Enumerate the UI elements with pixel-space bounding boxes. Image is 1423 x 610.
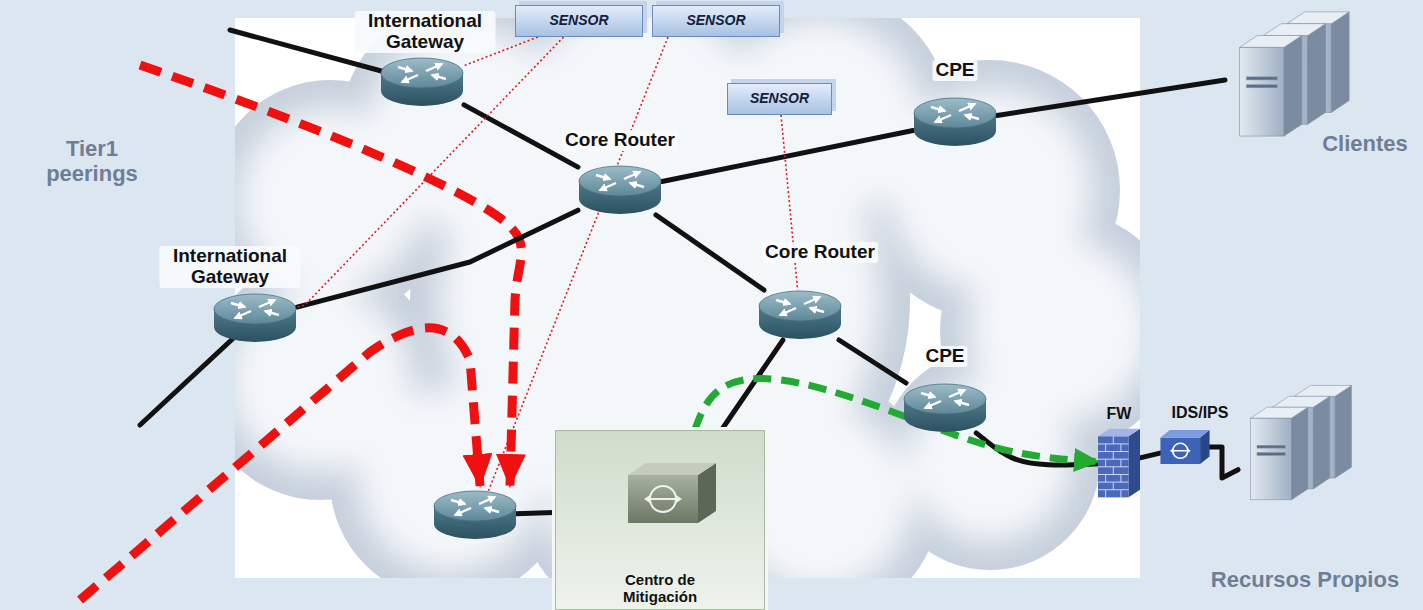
sensor-label: SENSOR [686,13,745,28]
router-node: International Gateway [213,293,297,343]
sensor-tap-line [488,37,668,492]
fw-symbol [1098,429,1140,498]
router-icon [578,165,662,215]
connector-group [297,37,1238,478]
servers-symbol [1251,385,1352,499]
side-label: Tier1 peerings [37,136,147,187]
router-symbol [579,166,661,214]
network-link [839,340,906,383]
network-link [656,215,764,290]
router-label: International Gateway [355,11,496,53]
network-link [1210,447,1238,478]
router-icon [213,293,297,343]
edge-router-icon [434,491,516,539]
router-label: CPE [932,60,977,81]
sensor-label: SENSOR [750,91,809,106]
ids-symbol [1160,430,1209,464]
router-label: Core Router [762,242,878,263]
sensor-tap-line [297,37,564,307]
mitigation-center: Centro de Mitigación [555,430,765,610]
router-label: Core Router [562,130,678,151]
router-icon [380,57,464,107]
fw-icon [1098,428,1140,498]
router-node: Core Router [578,165,662,215]
router-symbol [214,294,296,342]
sensor-box: SENSOR [652,5,780,37]
router-node: Core Router [758,290,842,340]
attack-traffic [80,65,521,600]
ids-icon [1160,430,1210,464]
uplink-lines [140,30,600,515]
group-label: Clientes [1322,132,1408,156]
router-node: CPE [903,383,987,433]
attack-arrow [80,328,480,600]
network-cloud [235,18,1140,578]
servers-icon [1225,0,1355,140]
network-link [297,210,578,307]
servers-icon [1238,368,1356,510]
router-icon [903,383,987,433]
sensor-label: SENSOR [549,13,608,28]
mitig-symbol [628,463,716,523]
router-icon [913,97,997,147]
network-link [464,105,578,167]
network-link [997,80,1225,115]
sensor-box: SENSOR [727,83,832,115]
mitigation-label: Centro de Mitigación [605,572,715,605]
router-symbol [914,98,996,146]
mitig-icon [628,461,718,523]
server-group: Clientes [1225,0,1355,140]
router-node: CPE [913,97,997,147]
servers-symbol [1240,12,1349,136]
cloud-light [235,18,1140,578]
network-link [662,131,913,182]
device-label: FW [1107,405,1132,423]
firewall: FW [1098,428,1140,498]
group-label: Recursos Propios [1211,568,1399,592]
router-label: CPE [922,346,967,367]
router-symbol [381,58,463,106]
router-symbol [904,384,986,432]
server-group: Recursos Propios [1238,368,1356,510]
network-link [1140,453,1160,458]
sensor-tap-line [781,115,798,290]
attack-arrow [140,65,521,486]
device-label: IDS/IPS [1172,404,1229,422]
router-icon [758,290,842,340]
router-symbol [759,291,841,339]
router-node: International Gateway [380,57,464,107]
sensor-box: SENSOR [515,5,643,37]
cloud-shade [235,18,1140,578]
router-label: International Gateway [160,246,301,288]
ids-ips-device: IDS/IPS [1160,430,1210,464]
